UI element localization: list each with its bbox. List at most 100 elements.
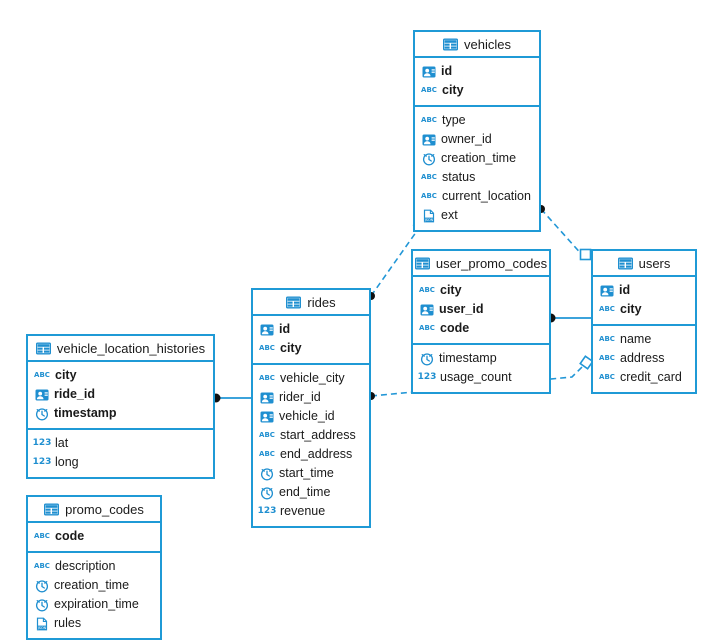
column-name: end_time — [279, 485, 331, 500]
column-row[interactable]: start_time — [253, 464, 369, 483]
key-badge-icon — [599, 283, 614, 298]
column-name: city — [55, 368, 77, 383]
abc-icon: ABC — [34, 371, 50, 379]
column-row[interactable]: creation_time — [415, 149, 539, 168]
column-row[interactable]: expiration_time — [28, 595, 160, 614]
column-row[interactable]: id — [415, 62, 539, 81]
column-row[interactable]: timestamp — [28, 404, 213, 423]
table-icon — [35, 341, 51, 356]
column-name: rules — [54, 616, 82, 631]
column-name: end_address — [280, 447, 353, 462]
table-icon — [286, 295, 302, 310]
column-name: city — [440, 283, 462, 298]
column-row[interactable]: ABC status — [415, 168, 539, 187]
key-badge-icon — [421, 64, 436, 79]
column-name: current_location — [442, 189, 531, 204]
table-name: users — [638, 255, 671, 271]
column-name: start_time — [279, 466, 334, 481]
column-row[interactable]: ride_id — [28, 385, 213, 404]
abc-icon: ABC — [259, 450, 275, 458]
key-badge-icon — [259, 322, 274, 337]
abc-icon: ABC — [419, 324, 435, 332]
clock-icon — [421, 151, 436, 166]
table-icon — [617, 256, 633, 271]
column-name: ride_id — [54, 387, 95, 402]
column-name: id — [279, 322, 291, 337]
key-badge-icon — [421, 132, 436, 147]
column-row[interactable]: user_id — [413, 300, 549, 319]
number-icon: 123 — [257, 506, 277, 516]
column-name: type — [442, 113, 466, 128]
table-header[interactable]: promo_codes — [28, 497, 160, 523]
column-row[interactable]: rider_id — [253, 388, 369, 407]
column-row[interactable]: ABC city — [28, 366, 213, 385]
column-name: owner_id — [441, 132, 492, 147]
number-icon: 123 — [32, 438, 52, 448]
column-row[interactable]: vehicle_id — [253, 407, 369, 426]
column-row[interactable]: ABC city — [413, 281, 549, 300]
abc-icon: ABC — [259, 431, 275, 439]
edge-histories-to-rides[interactable] — [211, 393, 253, 403]
column-row[interactable]: owner_id — [415, 130, 539, 149]
column-name: credit_card — [620, 370, 682, 385]
table-header[interactable]: user_promo_codes — [413, 251, 549, 277]
column-row[interactable]: id — [253, 320, 369, 339]
column-name: ext — [441, 208, 458, 223]
table-name: vehicle_location_histories — [56, 340, 206, 356]
table-header[interactable]: vehicles — [415, 32, 539, 58]
column-name: status — [442, 170, 476, 185]
table-header[interactable]: rides — [253, 290, 369, 316]
abc-icon: ABC — [599, 354, 615, 362]
column-name: usage_count — [440, 370, 512, 385]
column-row[interactable]: end_time — [253, 483, 369, 502]
table-header[interactable]: users — [593, 251, 695, 277]
edge-user-promo-codes-to-users[interactable] — [546, 313, 593, 323]
column-row[interactable]: ABC end_address — [253, 445, 369, 464]
column-row[interactable]: ABC address — [593, 349, 695, 368]
column-row[interactable]: ABC start_address — [253, 426, 369, 445]
table-header[interactable]: vehicle_location_histories — [28, 336, 213, 362]
number-icon: 123 — [32, 457, 52, 467]
column-name: address — [620, 351, 665, 366]
column-row[interactable]: id — [593, 281, 695, 300]
column-name: user_id — [439, 302, 484, 317]
clock-icon — [34, 597, 49, 612]
column-row[interactable]: creation_time — [28, 576, 160, 595]
column-row[interactable]: timestamp — [413, 349, 549, 368]
column-name: start_address — [280, 428, 356, 443]
abc-icon: ABC — [419, 286, 435, 294]
clock-icon — [34, 578, 49, 593]
clock-icon — [419, 351, 434, 366]
edge-endpoint-square — [579, 248, 592, 261]
table-name: user_promo_codes — [435, 255, 548, 271]
abc-icon: ABC — [421, 173, 437, 181]
